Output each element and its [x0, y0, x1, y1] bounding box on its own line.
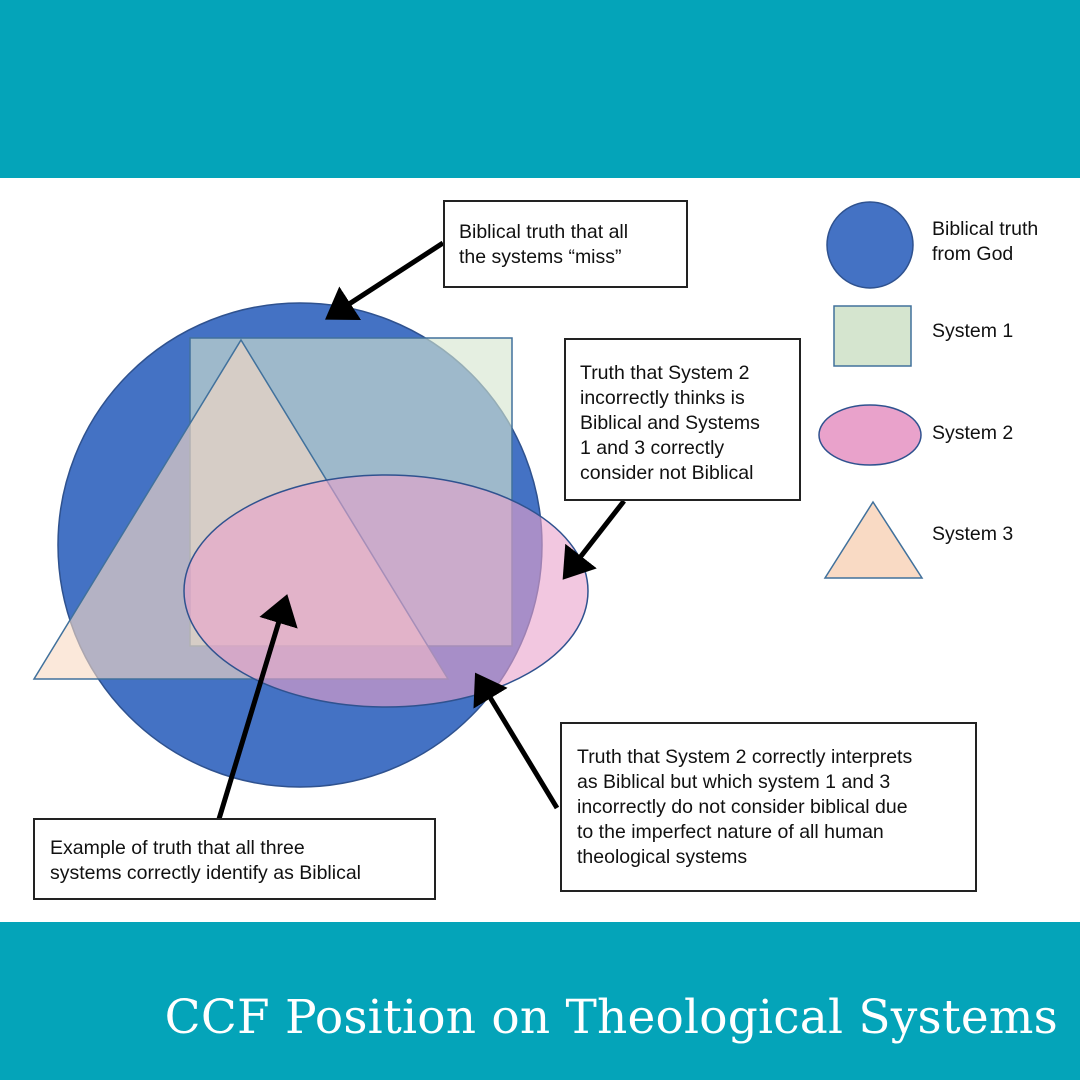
legend-label-system3: System 3 [932, 523, 1014, 545]
legend-label-system2: System 2 [932, 422, 1014, 444]
legend-triangle-icon [823, 500, 924, 579]
top-banner [0, 0, 1080, 178]
system2-ellipse [183, 474, 589, 708]
legend-label-system1: System 1 [932, 320, 1014, 342]
arrow-missed-truth [325, 240, 445, 321]
legend-label-biblical-truth: Biblical truth from God [932, 218, 1039, 265]
legend-ellipse-icon [818, 404, 922, 466]
legend-square-icon [833, 305, 912, 367]
arrow-all-three-correct [216, 594, 298, 820]
callout-system2-correct: Truth that System 2 correctly interprets… [560, 722, 977, 892]
page-title: CCF Position on Theological Systems [164, 990, 1058, 1045]
arrow-system2-incorrect [562, 499, 626, 580]
callout-missed-truth: Biblical truth that all the systems “mis… [443, 200, 688, 288]
arrow-system2-correct [473, 672, 560, 810]
legend-circle-icon [826, 201, 914, 289]
bottom-banner [0, 922, 1080, 1080]
callout-system2-incorrect: Truth that System 2 incorrectly thinks i… [564, 338, 801, 501]
callout-all-three-correct: Example of truth that all three systems … [33, 818, 436, 900]
